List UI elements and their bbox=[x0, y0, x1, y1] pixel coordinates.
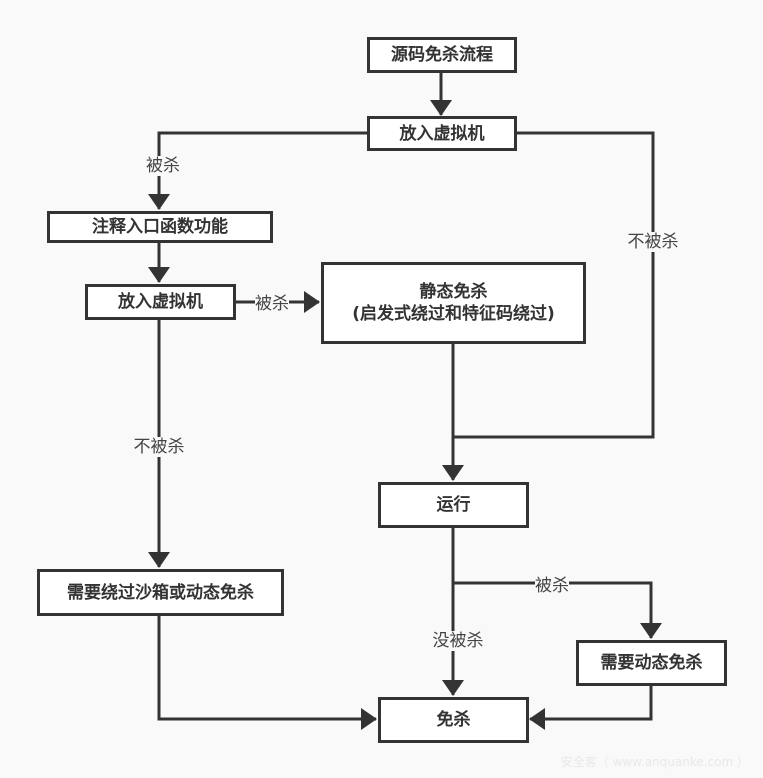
node-start: 源码免杀流程 bbox=[367, 37, 517, 73]
node-sandbox-bypass: 需要绕过沙箱或动态免杀 bbox=[37, 569, 284, 616]
edge-dynamic-done bbox=[529, 685, 653, 730]
node-vm2: 放入虚拟机 bbox=[85, 284, 236, 320]
label-vm2-not-killed: 不被杀 bbox=[133, 437, 185, 457]
label-vm1-not-killed: 不被杀 bbox=[627, 232, 679, 252]
watermark: 安全客（ www.anquanke.com ） bbox=[560, 755, 749, 769]
node-static-av-evasion: 静态免杀 (启发式绕过和特征码绕过) bbox=[321, 262, 586, 344]
node-vm1: 放入虚拟机 bbox=[367, 116, 517, 151]
edge-sandbox-done bbox=[157, 615, 377, 730]
static-subtitle: (启发式绕过和特征码绕过) bbox=[352, 304, 555, 324]
static-title: 静态免杀 bbox=[419, 282, 488, 302]
node-done: 免杀 bbox=[378, 697, 529, 743]
label-vm1-killed: 被杀 bbox=[146, 156, 180, 176]
edge-vm1-run bbox=[453, 131, 655, 439]
edge-vm1-comment bbox=[148, 131, 367, 210]
label-run-not-killed: 没被杀 bbox=[432, 631, 484, 651]
node-comment-entry: 注释入口函数功能 bbox=[47, 211, 273, 243]
label-run-killed: 被杀 bbox=[535, 576, 569, 596]
edge-run-dynamic bbox=[453, 581, 662, 639]
label-vm2-killed: 被杀 bbox=[255, 294, 289, 314]
node-dynamic-av-evasion: 需要动态免杀 bbox=[576, 640, 727, 686]
node-run: 运行 bbox=[378, 482, 529, 528]
